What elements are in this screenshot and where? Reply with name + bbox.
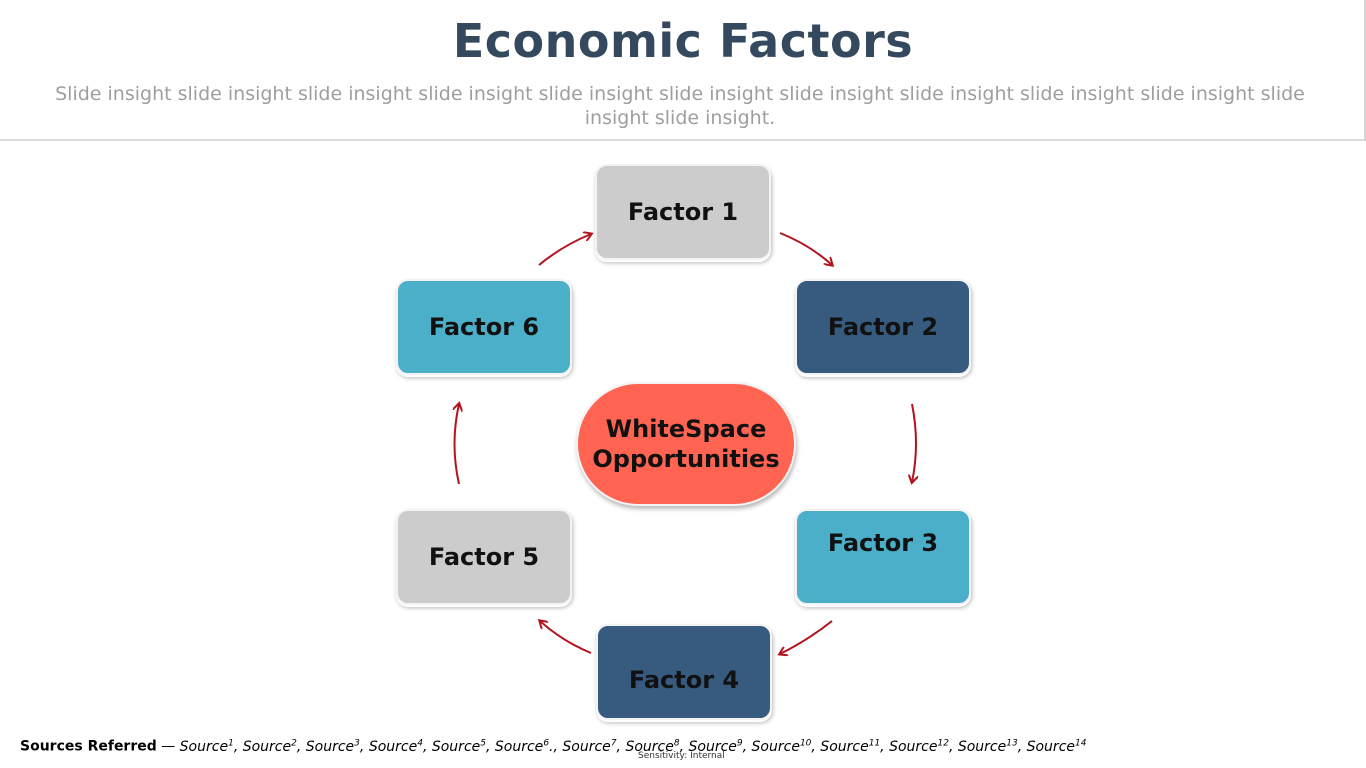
- slide-title: Economic Factors: [452, 14, 914, 68]
- source-item: Source5,: [431, 738, 495, 755]
- arrow-factor1-to-factor2: [779, 232, 832, 265]
- factor-2-label: Factor 2: [827, 313, 939, 341]
- source-item: Source11,: [820, 738, 890, 755]
- factor-6-label: Factor 6: [428, 313, 540, 341]
- sources-separator: —: [156, 738, 180, 755]
- source-item: Source13,: [957, 738, 1027, 755]
- source-item: Source3,: [305, 738, 369, 755]
- factor-6-box: Factor 6: [396, 279, 572, 375]
- center-whitespace-oval: WhiteSpace Opportunities: [576, 382, 796, 506]
- source-item: Source14: [1026, 738, 1087, 755]
- source-item: Source10,: [751, 738, 821, 755]
- source-item: Source1,: [179, 738, 243, 755]
- factor-4-box: Factor 4: [596, 624, 772, 720]
- source-item: Source4,: [368, 738, 432, 755]
- arrow-factor6-to-factor1: [538, 234, 591, 266]
- source-item: Source6.,: [494, 738, 563, 755]
- source-item: Source7,: [562, 738, 626, 755]
- arrow-factor2-to-factor3: [912, 403, 916, 482]
- arrow-factor3-to-factor4: [780, 620, 833, 654]
- sources-label: Sources Referred: [20, 738, 157, 755]
- source-item: Source2,: [242, 738, 306, 755]
- header-divider: [0, 139, 1366, 141]
- factor-5-box: Factor 5: [396, 509, 572, 605]
- sensitivity-label: Sensitivity: Internal: [638, 751, 725, 761]
- center-label-line1: WhiteSpace: [605, 415, 767, 443]
- arrow-factor4-to-factor5: [540, 621, 592, 654]
- source-item: Source12,: [889, 738, 958, 755]
- factor-5-label: Factor 5: [428, 543, 540, 571]
- factor-3-label: Factor 3: [827, 529, 939, 557]
- center-label-line2: Opportunities: [592, 445, 780, 473]
- factor-2-box: Factor 2: [795, 279, 971, 375]
- factor-1-label: Factor 1: [627, 198, 739, 226]
- arrow-factor5-to-factor6: [455, 404, 460, 485]
- factor-4-label: Factor 4: [628, 666, 740, 694]
- source-item: Source9,: [688, 738, 752, 755]
- factor-1-box: Factor 1: [595, 164, 771, 260]
- header-edge-line: [1364, 0, 1366, 141]
- slide-insight: Slide insight slide insight slide insigh…: [55, 83, 1305, 129]
- sources-footer: Sources Referred — Source1, Source2, Sou…: [20, 738, 1086, 755]
- source-item: Source8,: [625, 738, 689, 755]
- sources-list: Source1, Source2, Source3, Source4, Sour…: [179, 738, 1087, 755]
- factor-3-box: Factor 3: [795, 509, 971, 605]
